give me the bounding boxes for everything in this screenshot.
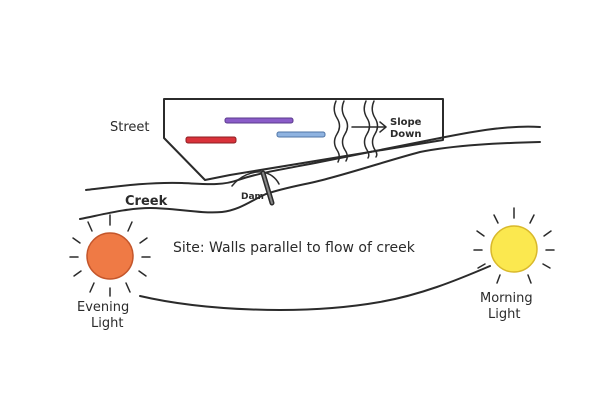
slope-arrow — [351, 121, 387, 133]
site-note: Site: Walls parallel to flow of creek — [173, 240, 416, 256]
dam-icon — [260, 170, 275, 206]
evening-label-line-2: Light — [91, 316, 123, 331]
morning-sun-icon — [473, 207, 555, 284]
creek-bank-upper — [85, 125, 541, 191]
sun-path-arc — [139, 265, 491, 311]
wall-blue — [276, 131, 326, 138]
street-label: Street — [110, 120, 150, 135]
evening-label-line-1: Evening — [77, 300, 129, 315]
slope-label-line-1: Slope — [390, 117, 422, 128]
evening-sun-icon — [69, 214, 151, 297]
dam-label: Dam — [241, 192, 264, 202]
slope-label-line-2: Down — [390, 129, 422, 140]
creek-bank-lower — [79, 141, 541, 220]
wall-red — [185, 136, 237, 144]
creek-label: Creek — [125, 194, 168, 209]
morning-label-line-1: Morning — [480, 291, 533, 306]
slope-lines — [333, 100, 379, 163]
site-lot-outline — [163, 98, 444, 181]
morning-label-line-2: Light — [488, 307, 520, 322]
wall-purple — [224, 117, 294, 124]
